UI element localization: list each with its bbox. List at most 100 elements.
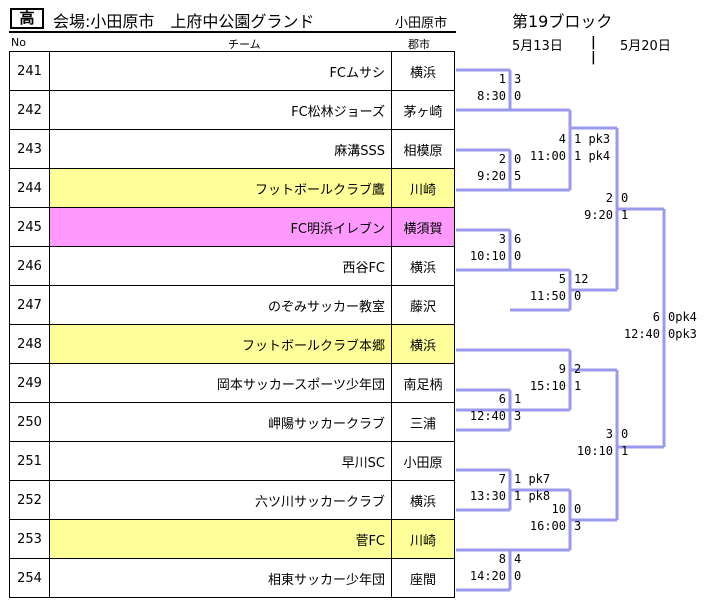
team-city: 横浜 <box>391 246 455 286</box>
team-city: 三浦 <box>391 402 455 442</box>
column-header-team: チーム <box>228 38 261 51</box>
match-time: 12:40 <box>623 327 660 341</box>
match-time: 14:20 <box>469 569 506 583</box>
team-number: 245 <box>9 207 50 247</box>
match-seed: 6 <box>652 310 660 324</box>
match-score-bottom: 1 <box>621 444 629 458</box>
team-name: 相東サッカー少年団 <box>49 558 392 598</box>
match-score-bottom: 3 <box>574 519 582 533</box>
match-time: 10:10 <box>469 249 506 263</box>
match-time: 9:20 <box>477 169 506 183</box>
match-seed: 5 <box>558 272 566 286</box>
team-city: 川崎 <box>391 519 455 559</box>
match-score-top: 0 <box>621 191 629 205</box>
match-seed: 6 <box>498 392 506 406</box>
header-rule <box>9 31 456 33</box>
team-name: フットボールクラブ本郷 <box>49 324 392 364</box>
date-round1: 5月13日 <box>512 39 563 54</box>
team-name: のぞみサッカー教室 <box>49 285 392 325</box>
match-score-bottom: 0 <box>514 89 522 103</box>
match-score-top: 0 <box>621 427 629 441</box>
team-name: 西谷FC <box>49 246 392 286</box>
team-name: FCムサシ <box>49 51 392 91</box>
team-number: 243 <box>9 129 50 169</box>
match-score-bottom: 3 <box>514 409 522 423</box>
match-time: 11:50 <box>529 289 566 303</box>
team-city: 藤沢 <box>391 285 455 325</box>
block-title: 第19ブロック <box>512 12 613 31</box>
match-time: 12:40 <box>469 409 506 423</box>
match-score-top: 1 pk7 <box>514 472 551 486</box>
venue-title: 会場:小田原市 上府中公園グランド <box>53 12 315 31</box>
team-city: 横須賀 <box>391 207 455 247</box>
match-score-top: 0pk4 <box>668 310 697 324</box>
team-name: フットボールクラブ鷹 <box>49 168 392 208</box>
match-time: 10:10 <box>576 444 613 458</box>
category-badge: 高 <box>10 8 44 29</box>
team-city: 小田原 <box>391 441 455 481</box>
match-seed: 3 <box>498 232 506 246</box>
team-name: 岬陽サッカークラブ <box>49 402 392 442</box>
match-seed: 4 <box>558 132 566 146</box>
match-score-top: 4 <box>514 552 522 566</box>
team-number: 242 <box>9 90 50 130</box>
match-time: 13:30 <box>469 489 506 503</box>
match-seed: 2 <box>605 191 613 205</box>
match-score-bottom: 1 pk4 <box>574 149 611 163</box>
team-name: 菅FC <box>49 519 392 559</box>
match-score-top: 6 <box>514 232 522 246</box>
date-separator-tail: | <box>591 50 596 65</box>
team-number: 248 <box>9 324 50 364</box>
match-score-top: 2 <box>574 362 582 376</box>
match-score-bottom: 0 <box>514 249 522 263</box>
match-score-bottom: 1 <box>574 379 582 393</box>
match-time: 11:00 <box>529 149 566 163</box>
match-seed: 3 <box>605 427 613 441</box>
team-city: 相模原 <box>391 129 455 169</box>
team-number: 244 <box>9 168 50 208</box>
date-round2: 5月20日 <box>620 39 671 54</box>
match-score-bottom: 1 pk8 <box>514 489 551 503</box>
match-score-top: 3 <box>514 72 522 86</box>
match-score-bottom: 0 <box>514 569 522 583</box>
match-score-top: 1 pk3 <box>574 132 611 146</box>
match-score-bottom: 0 <box>574 289 582 303</box>
match-time: 8:30 <box>477 89 506 103</box>
team-city: 座間 <box>391 558 455 598</box>
team-number: 254 <box>9 558 50 598</box>
match-score-top: 1 <box>514 392 522 406</box>
team-name: 六ツ川サッカークラブ <box>49 480 392 520</box>
match-score-bottom: 5 <box>514 169 522 183</box>
match-seed: 8 <box>498 552 506 566</box>
match-time: 15:10 <box>529 379 566 393</box>
match-score-top: 12 <box>574 272 589 286</box>
team-name: FC松林ジョーズ <box>49 90 392 130</box>
match-score-bottom: 0pk3 <box>668 327 697 341</box>
match-time: 16:00 <box>529 519 566 533</box>
region-label: 小田原市 <box>395 16 448 31</box>
match-score-top: 0 <box>514 152 522 166</box>
column-header-no: No <box>11 36 26 49</box>
team-name: FC明浜イレブン <box>49 207 392 247</box>
team-number: 253 <box>9 519 50 559</box>
team-number: 246 <box>9 246 50 286</box>
team-number: 250 <box>9 402 50 442</box>
team-city: 川崎 <box>391 168 455 208</box>
match-seed: 10 <box>551 502 566 516</box>
match-seed: 2 <box>498 152 506 166</box>
match-time: 9:20 <box>584 208 613 222</box>
date-separator: | <box>591 35 596 50</box>
column-header-city: 郡市 <box>408 38 430 51</box>
